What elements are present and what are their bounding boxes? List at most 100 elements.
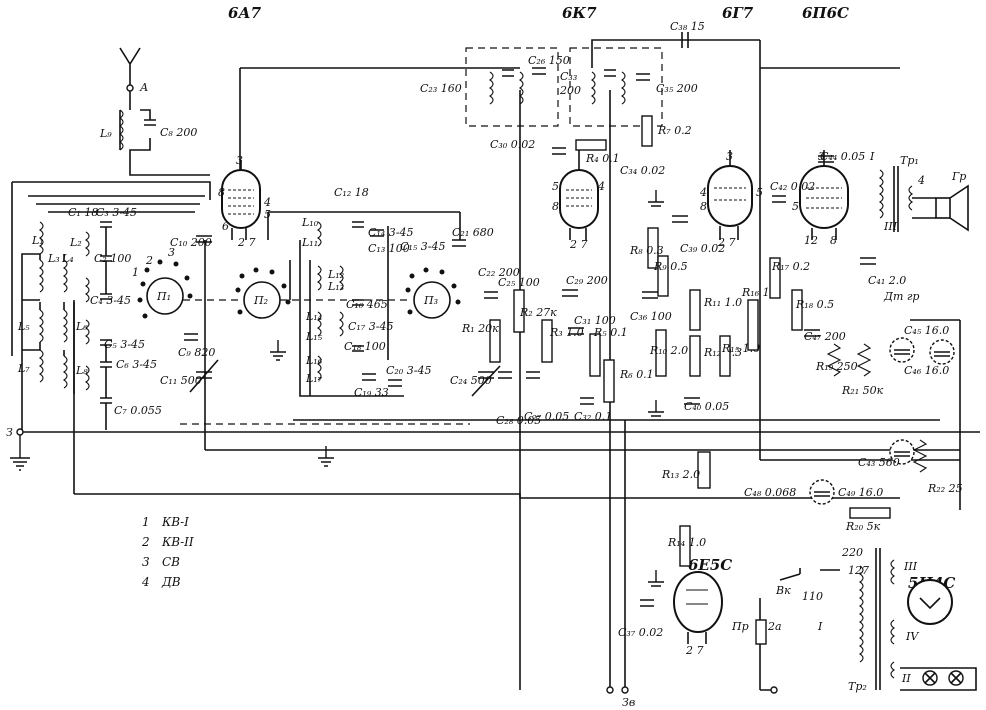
svg-text:2 7: 2 7 — [685, 644, 704, 657]
res-r8-label: R₈ 0.3 — [629, 244, 664, 257]
res-r22-label: R₂₂ 25 — [927, 482, 963, 495]
cap-c37-label: C₃₇ 0.02 — [618, 626, 663, 639]
coil-l13-label: L₁₃ — [327, 280, 344, 293]
cap-c33-label: C₃₃ — [560, 70, 577, 83]
cap-c34-label: C₃₄ 0.02 — [620, 164, 665, 177]
res-r13-label: R₁₃ 2.0 — [661, 468, 700, 481]
res-r18-label: R₁₈ 0.5 — [795, 298, 834, 311]
cap-c15-label: C₁₅ 3-45 — [400, 240, 445, 253]
coil-l14-label: L₁₄ — [305, 310, 322, 323]
coil-l10-label: L₁₀ — [301, 216, 319, 229]
tube-label-6g7: 6Г7 — [722, 4, 754, 22]
svg-text:8: 8 — [830, 234, 837, 247]
cap-c11-label: C₁₁ 500 — [160, 374, 202, 387]
coil-l7-label: L₇ — [17, 362, 30, 375]
res-r1-label: R₁ 20к — [461, 322, 499, 335]
cap-c17-label: C₁₇ 3-45 — [348, 320, 393, 333]
tube-label-6k7: 6К7 — [562, 4, 597, 22]
cap-c45-label: C₄₅ 16.0 — [904, 324, 949, 337]
res-r10-label: R₁₀ 2.0 — [649, 344, 688, 357]
legend-num-3: 3 — [142, 555, 150, 569]
svg-text:2: 2 — [145, 254, 153, 267]
legend-text-3: СВ — [162, 555, 180, 569]
cap-c24-label: C₂₄ 500 — [450, 374, 492, 387]
coil-l11-label: L₁₁ — [301, 236, 318, 249]
svg-text:IV: IV — [905, 630, 919, 643]
cap-c42-label: C₄₂ 0.02 — [770, 180, 815, 193]
cap-c9-label: C₉ 820 — [178, 346, 215, 359]
res-r3-label: R₃ 1.0 — [549, 326, 584, 339]
switch-gang-link — [180, 299, 470, 425]
cap-c25-label: C₂₅ 100 — [498, 276, 540, 289]
cap-c26-label: C₂₆ 150 — [528, 54, 570, 67]
res-r21-label: R₂₁ 50к — [841, 384, 884, 397]
band-switch-p2: П₂ — [235, 267, 291, 319]
svg-text:1: 1 — [132, 266, 139, 279]
if-transformer-1: C₂₃ 160 C₂₆ 150 — [420, 47, 570, 127]
detector-section: C₂₉ 200 C₃₁ 100 R₅ 0.1 R₆ 0.1 C₃₂ 0.1 C₃… — [562, 190, 688, 423]
coil-l15-label: L₁₅ — [305, 330, 323, 343]
svg-text:2 7: 2 7 — [237, 236, 256, 249]
cap-c30-label: C₃₀ 0.02 — [490, 138, 535, 151]
svg-text:5: 5 — [756, 186, 763, 199]
svg-text:5: 5 — [792, 200, 799, 213]
svg-text:6: 6 — [222, 220, 229, 233]
band-legend: 1 КВ-I 2 КВ-II 3 СВ 4 ДВ — [141, 515, 194, 589]
cap-c33-value: 200 — [559, 84, 581, 97]
fuse-label: Пр — [731, 620, 749, 633]
svg-text:4: 4 — [263, 196, 271, 209]
tube-label-6a7: 6А7 — [228, 4, 262, 22]
svg-text:П₂: П₂ — [253, 294, 268, 307]
legend-num-1: 1 — [142, 515, 150, 529]
tube-6k7: 58 2 74 C₃₀ 0.02 R₄ 0.1 R₇ 0.2 C₃₄ 0.02 — [490, 115, 692, 251]
svg-text:4: 4 — [699, 186, 707, 199]
tap-127-label: 127 — [848, 564, 869, 577]
svg-text:3: 3 — [236, 154, 243, 167]
coil-l16-label: L₁₆ — [305, 354, 323, 367]
cap-c3-label: C₃ 3-45 — [96, 206, 137, 219]
svg-text:I: I — [817, 620, 823, 633]
svg-text:4: 4 — [917, 174, 925, 187]
tap-110-label: 110 — [802, 590, 823, 603]
res-r19-label: R₁₉ 250 — [815, 360, 858, 373]
svg-text:3: 3 — [726, 150, 733, 163]
legend-num-2: 2 — [141, 535, 150, 549]
cap-c23-label: C₂₃ 160 — [420, 82, 462, 95]
cap-c7-label: C₇ 0.055 — [114, 404, 162, 417]
coil-l4-label: L₄ — [61, 252, 74, 265]
legend-num-4: 4 — [141, 575, 150, 589]
legend-text-4: ДВ — [161, 575, 181, 589]
oscillator-coil-block: C₁₂ 18 L₁₀ L₁₁ C₁₄ 3-45 C₁₃ 100 C₁₅ 3-45… — [267, 186, 461, 467]
tube-label-6p6s: 6П6С — [802, 4, 849, 22]
cap-c47-label: C₄₇ 200 — [804, 330, 846, 343]
svg-text:III: III — [883, 220, 898, 233]
cap-c21-label: C₂₁ 680 — [452, 226, 494, 239]
svg-text:3: 3 — [168, 246, 175, 259]
res-r6-label: R₆ 0.1 — [619, 368, 654, 381]
if-input-section: C₂₁ 680 C₂₂ 200 C₂₅ 100 R₁ 20к R₂ 27к R₃… — [450, 226, 584, 427]
cap-c4-label: C₄ 3-45 — [90, 294, 131, 307]
cap-c38-label: C₃₈ 15 — [670, 20, 705, 33]
cap-c2-label: C₂ 100 — [94, 252, 131, 265]
svg-text:III: III — [903, 560, 918, 573]
ground-terminal: З — [6, 426, 30, 471]
coil-l1-label: L₁ — [31, 234, 44, 247]
cap-c31-label: C₃₁ 100 — [574, 314, 616, 327]
coil-l3-label: L₃ — [47, 252, 60, 265]
speaker: Гр — [912, 170, 969, 232]
speaker-label: Гр — [951, 170, 966, 183]
res-r11-label: R₁₁ 1.0 — [703, 296, 742, 309]
svg-text:П₃: П₃ — [423, 294, 438, 307]
transformer-tr2-label: Тр₂ — [848, 680, 867, 693]
ground-terminal-label: З — [6, 426, 13, 439]
cap-c32-label: C₃₂ 0.1 — [574, 410, 612, 423]
cap-c8-label: C₈ 200 — [160, 126, 197, 139]
antenna-terminal-label: А — [139, 81, 148, 94]
coil-l12-label: L₁₂ — [327, 268, 344, 281]
svg-text:8: 8 — [552, 200, 559, 213]
cap-c28-label: C₂₈ 0.05 — [496, 414, 541, 427]
cap-c40-label: C₄₀ 0.05 — [684, 400, 729, 413]
tube-6a7: 38 45 62 7 — [218, 154, 271, 249]
coil-l17-label: L₁₇ — [305, 372, 323, 385]
